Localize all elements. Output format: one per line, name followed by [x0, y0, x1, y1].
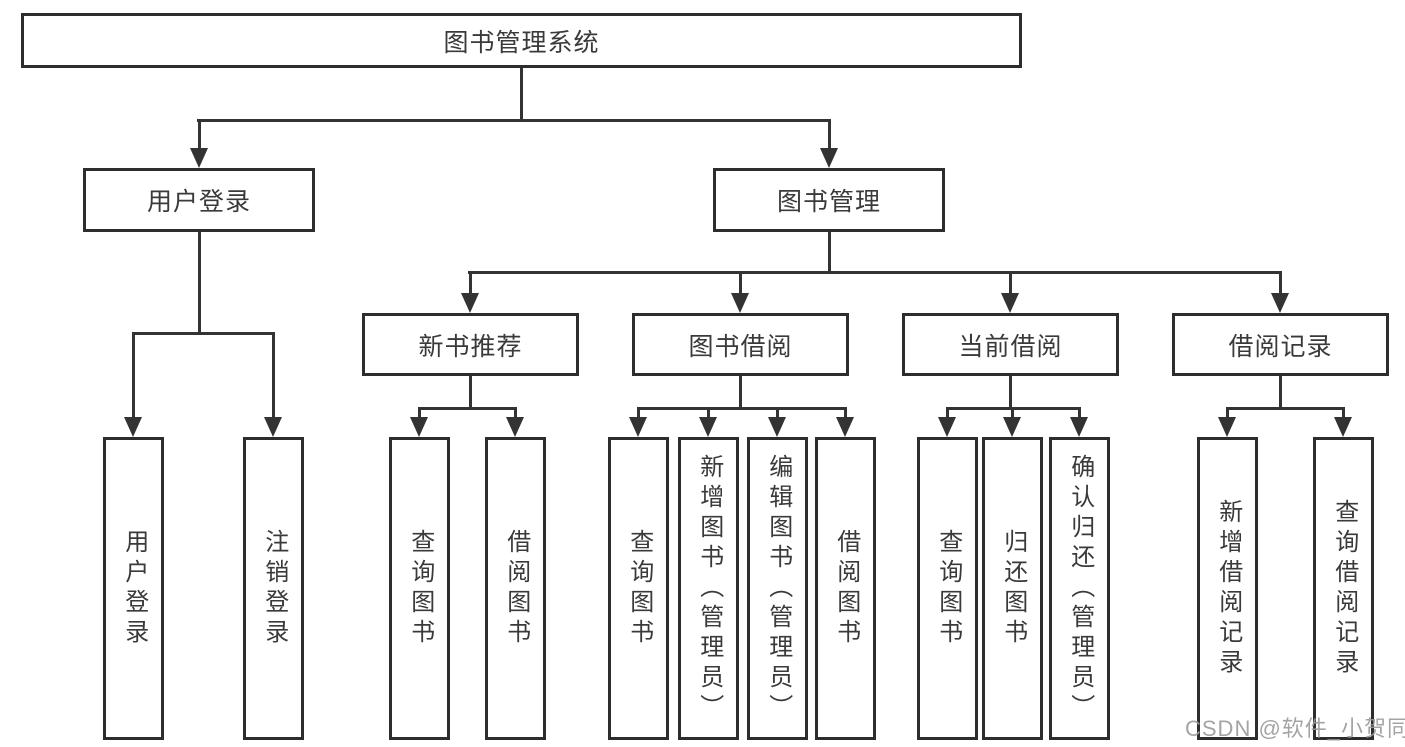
- leaf-add-borrow-record: 新增借阅记录: [1197, 437, 1258, 740]
- arrow-down-icon: [731, 293, 749, 313]
- leaf-label: 归还图书: [999, 528, 1027, 649]
- connector-vline: [132, 332, 135, 419]
- arrow-down-icon: [506, 417, 524, 437]
- arrow-down-icon: [1271, 293, 1289, 313]
- node-label: 用户登录: [146, 188, 251, 216]
- leaf-label: 用户登录: [120, 528, 148, 649]
- leaf-query-book: 查询图书: [608, 437, 669, 740]
- connector-vline: [1279, 376, 1282, 410]
- arrow-down-icon: [1001, 293, 1019, 313]
- arrow-down-icon: [1334, 417, 1352, 437]
- arrow-down-icon: [190, 148, 208, 168]
- connector-vline: [469, 271, 472, 295]
- leaf-add-book-admin: 新增图书（管理员）: [678, 437, 739, 740]
- node-label: 图书借阅: [688, 332, 793, 361]
- arrow-down-icon: [1070, 417, 1088, 437]
- leaf-label: 查询图书: [625, 528, 653, 649]
- connector-vline: [739, 271, 742, 295]
- leaf-logout: 注销登录: [243, 437, 304, 740]
- leaf-label: 借阅图书: [502, 528, 530, 649]
- node-library-system: 图书管理系统: [21, 13, 1022, 68]
- connector-hline: [468, 271, 1282, 274]
- connector-vline: [739, 376, 742, 410]
- node-label: 借阅记录: [1228, 332, 1333, 361]
- arrow-down-icon: [124, 417, 142, 437]
- connector-vline: [828, 119, 831, 151]
- arrow-down-icon: [264, 417, 282, 437]
- connector-vline: [520, 68, 523, 122]
- leaf-return-book: 归还图书: [982, 437, 1043, 740]
- connector-vline: [514, 407, 517, 419]
- leaf-query-borrow-record: 查询借阅记录: [1313, 437, 1374, 740]
- connector-vline: [776, 407, 779, 419]
- arrow-down-icon: [1218, 417, 1236, 437]
- node-label: 新书推荐: [418, 332, 523, 361]
- node-new-book-recommend: 新书推荐: [362, 313, 579, 376]
- csdn-watermark: CSDN @软件_小贺同学: [1185, 716, 1405, 741]
- connector-vline: [1009, 376, 1012, 410]
- connector-vline: [637, 407, 640, 419]
- connector-vline: [418, 407, 421, 419]
- connector-vline: [707, 407, 710, 419]
- connector-vline: [198, 119, 201, 151]
- leaf-edit-book-admin: 编辑图书（管理员）: [747, 437, 808, 740]
- leaf-label: 确认归还（管理员）: [1066, 453, 1094, 724]
- arrow-down-icon: [410, 417, 428, 437]
- connector-vline: [844, 407, 847, 419]
- arrow-down-icon: [820, 148, 838, 168]
- leaf-label: 查询图书: [406, 528, 434, 649]
- node-book-borrow: 图书借阅: [632, 313, 849, 376]
- connector-vline: [198, 232, 201, 335]
- node-label: 当前借阅: [958, 332, 1063, 361]
- node-borrow-records: 借阅记录: [1172, 313, 1389, 376]
- arrow-down-icon: [629, 417, 647, 437]
- connector-hline: [197, 119, 831, 122]
- arrow-down-icon: [461, 293, 479, 313]
- connector-hline: [418, 407, 517, 410]
- leaf-confirm-return-admin: 确认归还（管理员）: [1049, 437, 1110, 740]
- node-label: 图书管理系统: [443, 28, 600, 57]
- leaf-borrow-book-recommend: 借阅图书: [485, 437, 546, 740]
- arrow-down-icon: [938, 417, 956, 437]
- connector-vline: [1342, 407, 1345, 419]
- connector-vline: [828, 232, 831, 274]
- connector-hline: [132, 332, 275, 335]
- connector-vline: [1226, 407, 1229, 419]
- connector-vline: [469, 376, 472, 410]
- leaf-label: 新增借阅记录: [1214, 498, 1242, 679]
- leaf-label: 注销登录: [260, 528, 288, 649]
- connector-hline: [637, 407, 847, 410]
- leaf-label: 编辑图书（管理员）: [764, 453, 792, 724]
- connector-vline: [272, 332, 275, 419]
- arrow-down-icon: [699, 417, 717, 437]
- arrow-down-icon: [836, 417, 854, 437]
- leaf-label: 查询借阅记录: [1330, 498, 1358, 679]
- connector-vline: [1279, 271, 1282, 295]
- node-book-management: 图书管理: [713, 168, 945, 232]
- leaf-label: 新增图书（管理员）: [695, 453, 723, 724]
- leaf-label: 查询图书: [934, 528, 962, 649]
- connector-hline: [1226, 407, 1345, 410]
- arrow-down-icon: [768, 417, 786, 437]
- connector-vline: [1009, 271, 1012, 295]
- connector-vline: [1078, 407, 1081, 419]
- node-user-login: 用户登录: [83, 168, 315, 232]
- leaf-query-book-recommend: 查询图书: [389, 437, 450, 740]
- leaf-user-login: 用户登录: [103, 437, 164, 740]
- leaf-borrow-book: 借阅图书: [815, 437, 876, 740]
- arrow-down-icon: [1003, 417, 1021, 437]
- node-current-borrow: 当前借阅: [902, 313, 1119, 376]
- node-label: 图书管理: [776, 188, 881, 216]
- leaf-label: 借阅图书: [832, 528, 860, 649]
- connector-vline: [946, 407, 949, 419]
- connector-vline: [1011, 407, 1014, 419]
- leaf-query-current-book: 查询图书: [917, 437, 978, 740]
